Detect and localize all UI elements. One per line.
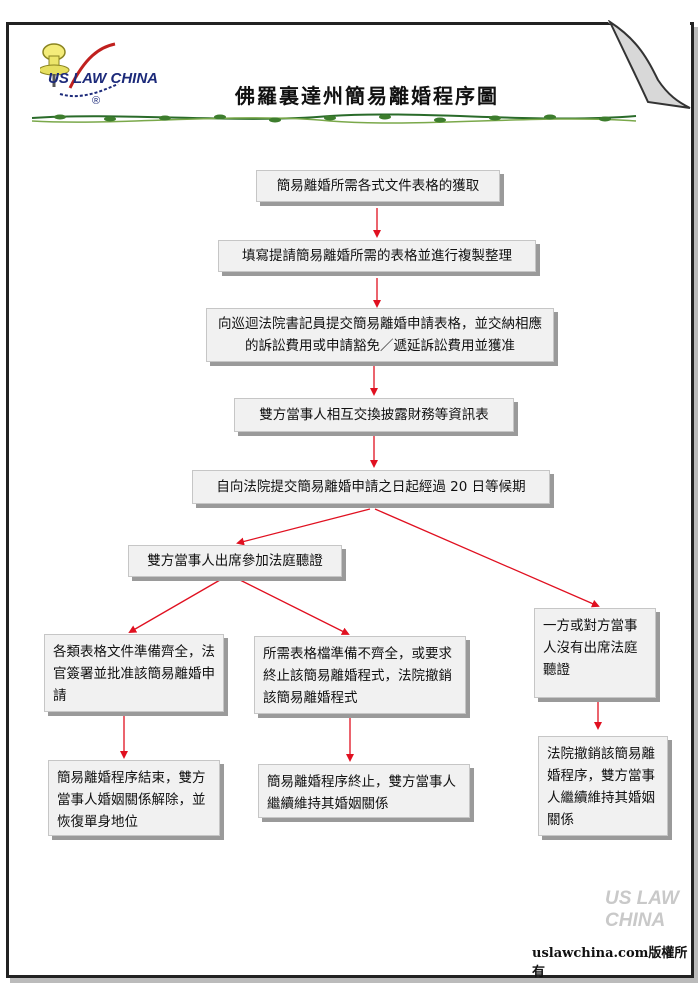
copyright-footer: uslawchina.com版權所有 <box>532 946 688 980</box>
outcome-procedure-terminated: 簡易離婚程序終止，雙方當事人繼續維持其婚姻關係 <box>258 764 470 818</box>
arrow-6-8 <box>239 579 350 635</box>
step-waiting-period: 自向法院提交簡易離婚申請之日起經過 20 日等候期 <box>192 470 550 504</box>
step-exchange-disclosure: 雙方當事人相互交換披露財務等資訊表 <box>234 398 514 432</box>
registered-mark: ® <box>92 95 101 107</box>
step-judge-approves: 各類表格文件準備齊全，法官簽署並批准該簡易離婚申請 <box>44 634 224 712</box>
pushpin-logo-icon <box>40 42 119 98</box>
step-obtain-forms: 簡易離婚所需各式文件表格的獲取 <box>256 170 500 202</box>
step-fill-forms: 填寫提請簡易離婚所需的表格並進行複製整理 <box>218 240 536 272</box>
page-title: 佛羅裏達州簡易離婚程序圖 <box>235 84 499 108</box>
outcome-divorce-finalized: 簡易離婚程序結束，雙方當事人婚姻關係解除，並恢復單身地位 <box>48 760 220 836</box>
step-party-absent: 一方或對方當事人沒有出席法庭聽證 <box>534 608 656 698</box>
arrow-5-9 <box>374 508 600 608</box>
step-court-hearing: 雙方當事人出席參加法庭聽證 <box>128 545 342 577</box>
page-curl-icon <box>608 20 691 109</box>
arrow-6-7 <box>128 579 221 634</box>
arrow-5-6 <box>236 508 371 546</box>
brand-logo-text: US LAW CHINA <box>48 70 158 87</box>
step-submit-petition: 向巡迴法院書記員提交簡易離婚申請表格，並交納相應的訴訟費用或申請豁免／遞延訴訟費… <box>206 308 554 362</box>
outcome-court-revokes: 法院撤銷該簡易離婚程序，雙方當事人繼續維持其婚姻關係 <box>538 736 668 836</box>
watermark-logo: US LAW CHINA <box>605 888 679 931</box>
step-court-revokes-incomplete: 所需表格檔準備不齊全，或要求終止該簡易離婚程式，法院撤銷該簡易離婚程式 <box>254 636 466 714</box>
